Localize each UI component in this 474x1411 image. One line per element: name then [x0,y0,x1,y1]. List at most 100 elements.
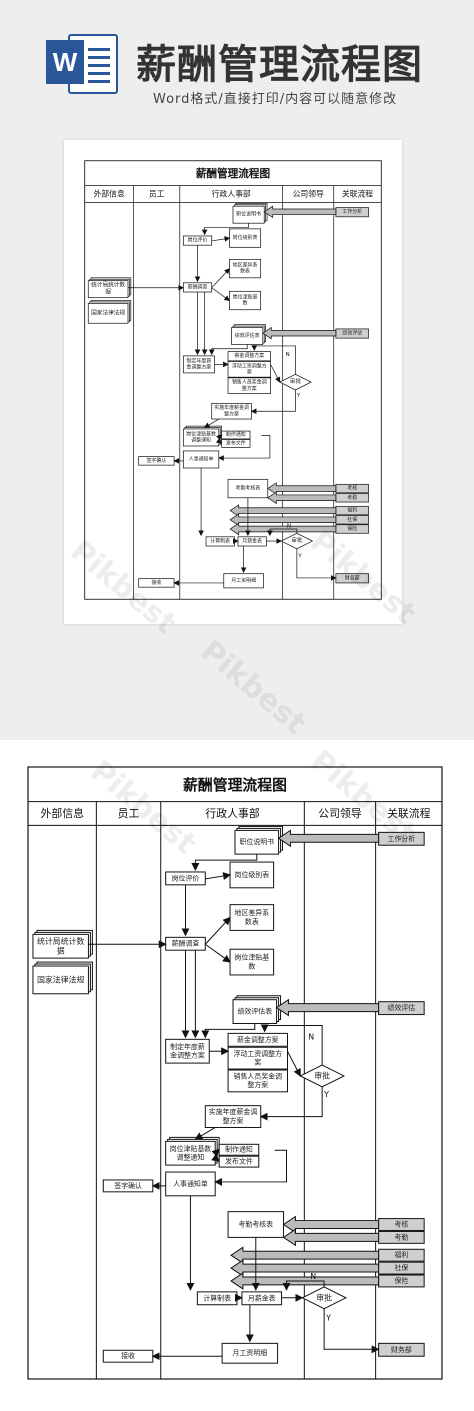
performance-doc: 绩效评估表 [232,995,282,1024]
salary-survey-box: 薪酬调查 [182,282,213,293]
lane-header: 公司领导 [318,807,362,820]
flow-label: N [310,1272,316,1281]
svg-text:薪酬管理流程图: 薪酬管理流程图 [183,776,287,794]
svg-text:考勤: 考勤 [394,1232,408,1241]
svg-text:工作分析: 工作分析 [388,834,416,843]
related-process-social-security: 社保 [378,1261,425,1275]
svg-text:关联流程: 关联流程 [342,189,373,199]
svg-text:实施年度薪金调: 实施年度薪金调 [214,404,249,411]
svg-text:销售人员奖金调: 销售人员奖金调 [234,1072,283,1081]
flow-arrow [263,205,337,219]
svg-text:整方案: 整方案 [242,385,257,392]
svg-text:国家法律法规: 国家法律法规 [91,308,125,316]
svg-text:薪酬管理流程图: 薪酬管理流程图 [196,167,270,180]
thumbnail-card: 薪酬管理流程图外部信息员工行政人事部公司领导关联流程工作分析绩效评估考核考勤福利… [64,140,402,624]
flow-arrow [282,1228,380,1247]
attendance-doc: 考勤考核表 [227,478,269,499]
related-process-finance: 财务部 [378,1342,425,1357]
related-process-attendance: 考勤 [335,493,369,503]
related-process-finance: 财务部 [335,573,369,584]
job-grade-doc: 岗位级别表 [229,228,262,248]
make-notice-box: 制作通知 [221,430,251,440]
external-law: 国家法律法规 [32,961,93,995]
svg-text:月工资明细: 月工资明细 [231,577,256,584]
svg-text:国家法律法规: 国家法律法规 [37,974,85,984]
job-evaluation-box: 岗位评价 [182,235,213,246]
salary-detail-doc: 月工资明细 [221,1342,279,1364]
svg-text:月薪金表: 月薪金表 [242,537,262,544]
flow-arrow [277,829,380,848]
related-process-welfare: 福利 [378,1248,425,1262]
lane-header: 关联流程 [342,189,373,199]
svg-text:岗位级别表: 岗位级别表 [233,234,258,241]
flow-arrow [282,1215,380,1234]
svg-text:人事通知单: 人事通知单 [189,455,214,462]
related-process-social-security: 社保 [335,515,369,525]
svg-text:案: 案 [247,368,252,375]
svg-text:金调整方案: 金调整方案 [187,363,212,370]
svg-text:计算制表: 计算制表 [210,537,230,544]
svg-text:外部信息: 外部信息 [40,806,84,820]
svg-text:发布文件: 发布文件 [225,1157,253,1166]
svg-text:月薪金表: 月薪金表 [248,1293,276,1302]
job-base-doc: 岗位津贴基数 [229,948,275,976]
svg-text:人事通知单: 人事通知单 [173,1179,208,1188]
svg-text:整方案: 整方案 [247,1080,268,1089]
lane-header: 关联流程 [387,806,431,820]
job-base-doc: 岗位津贴基数 [229,290,262,311]
monthly-payroll-doc: 月薪金表 [237,536,267,547]
svg-text:浮动工资调整方: 浮动工资调整方 [232,362,267,369]
svg-text:考核: 考核 [347,485,357,492]
related-process-insurance: 保险 [335,524,369,534]
svg-text:月工资明细: 月工资明细 [233,1348,268,1357]
flow-label: Y [297,553,302,559]
svg-text:社保: 社保 [347,516,357,523]
flow-arrow [229,504,337,517]
svg-text:数: 数 [248,961,255,970]
svg-text:制定年度薪: 制定年度薪 [170,1042,205,1051]
lane-header: 员工 [149,190,165,199]
svg-text:实施年度薪金调: 实施年度薪金调 [209,1107,258,1116]
flow-arrow [230,1246,380,1265]
related-process-insurance: 保险 [378,1274,425,1288]
related-process-performance: 绩效评估 [378,1001,425,1016]
svg-text:数表: 数表 [245,917,259,926]
flow-arrow [267,491,337,505]
watermark: Pikbest [193,633,313,742]
issue-doc-box: 发布文件 [218,1155,260,1168]
flow-label: N [287,524,291,530]
lane-header: 行政人事部 [212,189,251,199]
lane-header: 行政人事部 [205,806,259,820]
svg-text:薪酬调查: 薪酬调查 [172,939,200,948]
svg-text:统计局统计数: 统计局统计数 [37,936,85,946]
svg-text:绩效评估: 绩效评估 [342,330,362,337]
lane-header: 员工 [118,807,140,820]
sign-confirm-box: 签字确认 [138,456,175,466]
svg-text:计算制表: 计算制表 [203,1293,231,1302]
flow-label: N [286,352,290,358]
flow-label: Y [296,393,301,399]
svg-text:薪酬调查: 薪酬调查 [188,283,208,290]
receive-box: 接收 [138,578,175,588]
decision-diamond: 审批 [280,532,314,550]
svg-text:工作分析: 工作分析 [342,208,362,215]
svg-text:财务部: 财务部 [391,1345,412,1354]
flow-label: N [308,1032,314,1041]
related-process-job-analysis: 工作分析 [335,207,369,218]
svg-text:职位说明书: 职位说明书 [239,837,274,846]
svg-text:整方案: 整方案 [223,1116,244,1125]
svg-text:整方案: 整方案 [224,410,239,417]
related-process-job-analysis: 工作分析 [378,831,425,846]
page-title: 薪酬管理流程图 [136,42,423,88]
svg-text:数: 数 [243,300,248,307]
decision-diamond: 审批 [279,373,312,391]
svg-text:公司领导: 公司领导 [318,807,362,820]
svg-text:地区差异系: 地区差异系 [233,262,258,269]
decision-diamond: 审批 [301,1286,348,1310]
